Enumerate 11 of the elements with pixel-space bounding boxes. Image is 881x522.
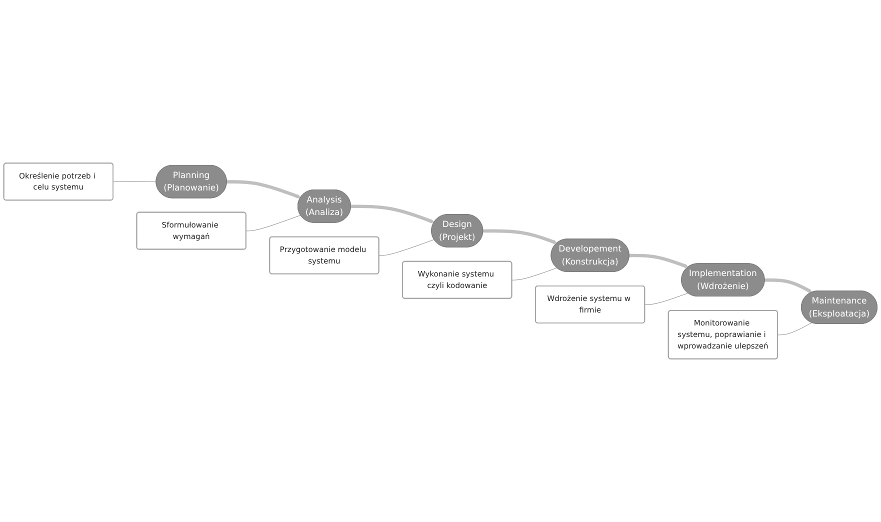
- connector: [778, 322, 812, 336]
- arrow: [629, 254, 688, 268]
- connector: [246, 215, 301, 232]
- arrow: [483, 229, 558, 244]
- arrow: [226, 180, 301, 198]
- arrow: [350, 204, 434, 224]
- connector: [644, 292, 688, 305]
- connector: [378, 239, 434, 256]
- arrow: [764, 278, 812, 293]
- connector: [112, 181, 156, 182]
- connector: [512, 268, 558, 280]
